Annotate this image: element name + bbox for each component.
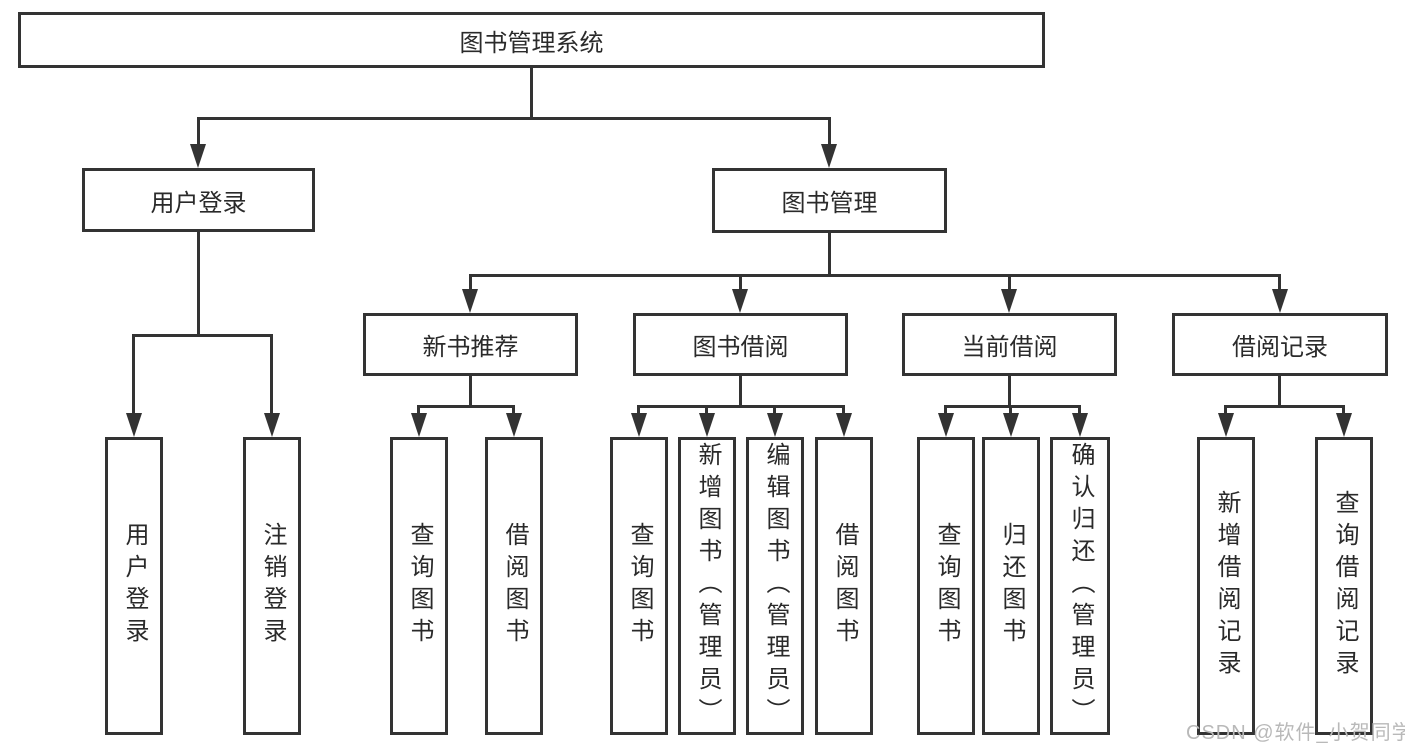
csdn-watermark: CSDN @软件_小贺同学 xyxy=(1186,722,1405,744)
arrow-down-icon xyxy=(126,413,142,437)
connector-line xyxy=(828,233,831,275)
connector-line xyxy=(705,405,708,414)
leaf-borrowing-query-books: 查询图书 xyxy=(610,437,668,735)
connector-line xyxy=(469,274,472,290)
node-current-borrowing: 当前借阅 xyxy=(902,313,1117,376)
connector-line xyxy=(132,334,135,414)
leaf-borrowing-edit-books-admin: 编辑图书（管理员） xyxy=(746,437,804,735)
connector-line xyxy=(417,405,420,414)
connector-line xyxy=(739,376,742,406)
leaf-records-query-record: 查询借阅记录 xyxy=(1315,437,1373,735)
leaf-user-login: 用户登录 xyxy=(105,437,163,735)
leaf-borrowing-add-books-admin: 新增图书（管理员） xyxy=(678,437,736,735)
connector-line xyxy=(1008,376,1011,406)
arrow-down-icon xyxy=(767,413,783,437)
arrow-down-icon xyxy=(411,413,427,437)
arrow-down-icon xyxy=(1001,289,1017,313)
connector-line xyxy=(1278,376,1281,406)
connector-line xyxy=(418,405,515,408)
arrow-down-icon xyxy=(938,413,954,437)
arrow-down-icon xyxy=(1072,413,1088,437)
leaf-logout: 注销登录 xyxy=(243,437,301,735)
connector-line xyxy=(637,405,640,414)
arrow-down-icon xyxy=(506,413,522,437)
arrow-down-icon xyxy=(732,289,748,313)
connector-line xyxy=(945,405,1081,408)
connector-line xyxy=(270,334,273,414)
node-root: 图书管理系统 xyxy=(18,12,1045,68)
connector-line xyxy=(197,117,200,145)
leaf-records-add-record: 新增借阅记录 xyxy=(1197,437,1255,735)
leaf-borrowing-borrow-books: 借阅图书 xyxy=(815,437,873,735)
connector-line xyxy=(1278,274,1281,290)
leaf-current-query-books: 查询图书 xyxy=(917,437,975,735)
arrow-down-icon xyxy=(1003,413,1019,437)
arrow-down-icon xyxy=(1218,413,1234,437)
connector-line xyxy=(1342,405,1345,414)
node-book-borrowing: 图书借阅 xyxy=(633,313,848,376)
arrow-down-icon xyxy=(631,413,647,437)
connector-line xyxy=(1008,274,1011,290)
connector-line xyxy=(197,232,200,335)
arrow-down-icon xyxy=(1336,413,1352,437)
connector-line xyxy=(773,405,776,414)
connector-line xyxy=(637,405,845,408)
connector-line xyxy=(512,405,515,414)
connector-line xyxy=(828,117,831,145)
connector-line xyxy=(469,376,472,406)
node-user-login-group: 用户登录 xyxy=(82,168,315,232)
connector-line xyxy=(739,274,742,290)
connector-line xyxy=(1225,405,1345,408)
connector-line xyxy=(1009,405,1012,414)
connector-line xyxy=(842,405,845,414)
connector-line xyxy=(530,68,533,118)
arrow-down-icon xyxy=(190,144,206,168)
arrow-down-icon xyxy=(264,413,280,437)
leaf-current-return-books: 归还图书 xyxy=(982,437,1040,735)
arrow-down-icon xyxy=(1272,289,1288,313)
node-book-management-group: 图书管理 xyxy=(712,168,947,233)
connector-line xyxy=(1224,405,1227,414)
connector-line xyxy=(1078,405,1081,414)
connector-line xyxy=(132,334,273,337)
arrow-down-icon xyxy=(836,413,852,437)
connector-line xyxy=(944,405,947,414)
leaf-current-confirm-return-admin: 确认归还（管理员） xyxy=(1050,437,1110,735)
arrow-down-icon xyxy=(462,289,478,313)
connector-line xyxy=(469,274,1281,277)
node-borrowing-records: 借阅记录 xyxy=(1172,313,1388,376)
arrow-down-icon xyxy=(821,144,837,168)
leaf-recommend-query-books: 查询图书 xyxy=(390,437,448,735)
node-new-book-recommend: 新书推荐 xyxy=(363,313,578,376)
leaf-recommend-borrow-books: 借阅图书 xyxy=(485,437,543,735)
connector-line xyxy=(197,117,831,120)
arrow-down-icon xyxy=(699,413,715,437)
